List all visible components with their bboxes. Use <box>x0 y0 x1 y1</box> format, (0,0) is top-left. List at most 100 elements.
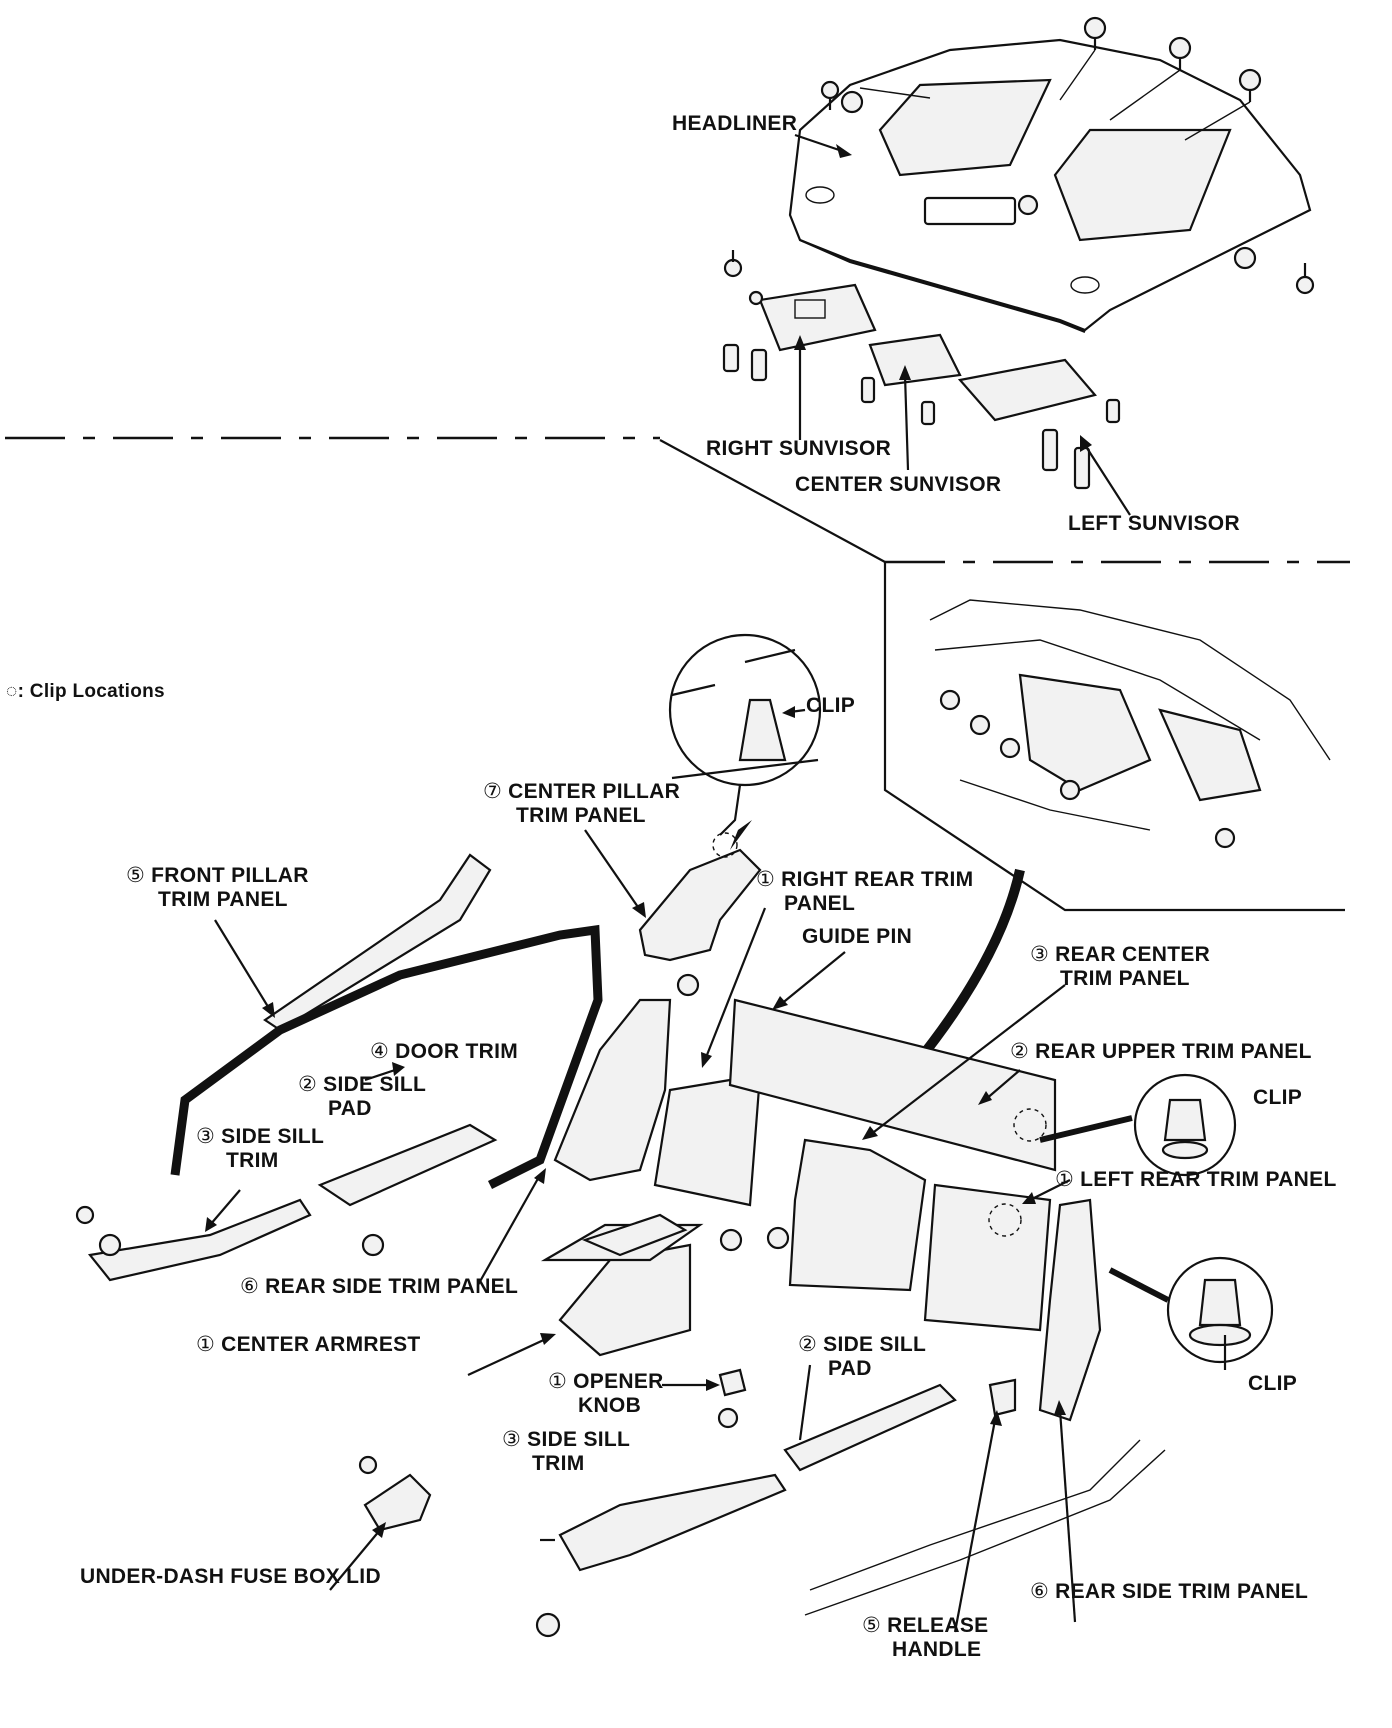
label-left-rear-num: ① <box>1055 1168 1075 1191</box>
label-release-l2: HANDLE <box>892 1638 982 1661</box>
label-side-sill-trim-top-num: ③ <box>196 1125 216 1148</box>
section-divider-diagonal <box>659 439 886 563</box>
side-sill-pad-top-part <box>317 1123 498 1207</box>
label-side-sill-pad-bot-num: ② <box>798 1333 818 1356</box>
label-side-sill-pad-top-l1: SIDE SILL <box>323 1073 427 1096</box>
label-center-pillar-l1: CENTER PILLAR <box>508 780 681 803</box>
release-handle-part <box>988 1378 1017 1417</box>
label-rear-upper-text: REAR UPPER TRIM PANEL <box>1035 1040 1312 1063</box>
left-sunvisor-part <box>957 358 1097 422</box>
label-side-sill-trim-top-l2: TRIM <box>226 1149 279 1172</box>
label-center-armrest-num: ① <box>196 1333 216 1356</box>
side-sill-trim-top-part <box>87 1198 312 1282</box>
center-pillar-trim-part <box>638 848 762 962</box>
label-guide-pin: GUIDE PIN <box>802 925 913 948</box>
left-rear-trim-part <box>923 1183 1052 1332</box>
right-rear-trim-part <box>653 1073 762 1207</box>
center-sunvisor-part <box>868 333 962 387</box>
label-center-pillar-num: ⑦ <box>483 780 503 803</box>
inset-frame-left <box>883 562 1345 912</box>
label-side-sill-pad-bot-l1: SIDE SILL <box>823 1333 927 1356</box>
label-rear-center-l2: TRIM PANEL <box>1060 967 1190 990</box>
label-right-rear-l2: PANEL <box>784 892 856 915</box>
label-side-sill-trim-top-l1: SIDE SILL <box>221 1125 325 1148</box>
label-release-l1: RELEASE <box>887 1614 989 1637</box>
label-right-rear-l1: RIGHT REAR TRIM <box>781 868 974 891</box>
leader-lines <box>205 133 1227 1633</box>
label-right-rear-num: ① <box>756 868 776 891</box>
label-rear-side-top-text: REAR SIDE TRIM PANEL <box>265 1275 519 1298</box>
label-center-armrest-text: CENTER ARMREST <box>221 1333 421 1356</box>
inset-pointer-arrow <box>911 868 1025 1069</box>
side-sill-pad-bot-part <box>783 1383 957 1472</box>
label-left-sunvisor: LEFT SUNVISOR <box>1068 512 1240 535</box>
label-door-trim-text: DOOR TRIM <box>395 1040 518 1063</box>
label-opener-l2: KNOB <box>578 1394 642 1417</box>
label-clip-right-upper: CLIP <box>1253 1086 1303 1109</box>
sunvisor-screws <box>722 343 1121 490</box>
label-rear-upper-num: ② <box>1010 1040 1030 1063</box>
label-rear-side-bot-text: REAR SIDE TRIM PANEL <box>1055 1580 1309 1603</box>
label-side-sill-pad-top-num: ② <box>298 1073 318 1096</box>
label-center-pillar-l2: TRIM PANEL <box>516 804 646 827</box>
label-side-sill-trim-bot-l1: SIDE SILL <box>527 1428 631 1451</box>
fuse-box-lid-part <box>363 1473 432 1532</box>
label-fuse-box-lid: UNDER-DASH FUSE BOX LID <box>80 1565 381 1588</box>
rear-side-trim-bot-part <box>1038 1198 1102 1422</box>
label-rear-center-num: ③ <box>1030 943 1050 966</box>
label-side-sill-pad-top-l2: PAD <box>328 1097 372 1120</box>
rear-upper-trim-part <box>728 998 1057 1172</box>
clip-location-text: : Clip Locations <box>17 681 165 702</box>
label-center-sunvisor: CENTER SUNVISOR <box>795 473 1002 496</box>
label-front-pillar-num: ⑤ <box>126 864 146 887</box>
rear-center-trim-part <box>788 1138 927 1292</box>
label-clip-right-lower: CLIP <box>1248 1372 1298 1395</box>
car-body-outline <box>804 1439 1166 1616</box>
center-armrest-part <box>540 1213 704 1357</box>
clip-detail-circle <box>668 633 822 850</box>
clip-detail-lower <box>1108 1256 1274 1364</box>
label-opener-l1: OPENER <box>573 1370 664 1393</box>
right-sunvisor-part <box>748 283 877 352</box>
label-release-num: ⑤ <box>862 1614 882 1637</box>
label-door-trim-num: ④ <box>370 1040 390 1063</box>
label-side-sill-trim-bot-num: ③ <box>502 1428 522 1451</box>
door-trim-part <box>170 924 603 1190</box>
clip-detail-upper <box>1039 1073 1237 1177</box>
headliner-part <box>788 38 1312 334</box>
label-side-sill-trim-bot-l2: TRIM <box>532 1452 585 1475</box>
label-front-pillar-l1: FRONT PILLAR <box>151 864 309 887</box>
clip-locations-legend: ◌: Clip Locations <box>6 680 165 704</box>
label-left-rear-text: LEFT REAR TRIM PANEL <box>1080 1168 1337 1191</box>
label-rear-side-bot-num: ⑥ <box>1030 1580 1050 1603</box>
label-side-sill-pad-bot-l2: PAD <box>828 1357 872 1380</box>
rear-side-trim-top-part <box>553 998 672 1182</box>
label-rear-side-top-num: ⑥ <box>240 1275 260 1298</box>
label-clip-top: CLIP <box>806 694 856 717</box>
label-right-sunvisor: RIGHT SUNVISOR <box>706 437 892 460</box>
label-headliner: HEADLINER <box>672 112 798 135</box>
label-front-pillar-l2: TRIM PANEL <box>158 888 288 911</box>
clip-location-symbol: ◌ <box>6 681 18 702</box>
rear-assembly-inset <box>929 599 1331 849</box>
label-rear-center-l1: REAR CENTER <box>1055 943 1211 966</box>
clip-location-markers <box>712 832 1047 1237</box>
side-sill-trim-bot-part <box>558 1473 787 1572</box>
